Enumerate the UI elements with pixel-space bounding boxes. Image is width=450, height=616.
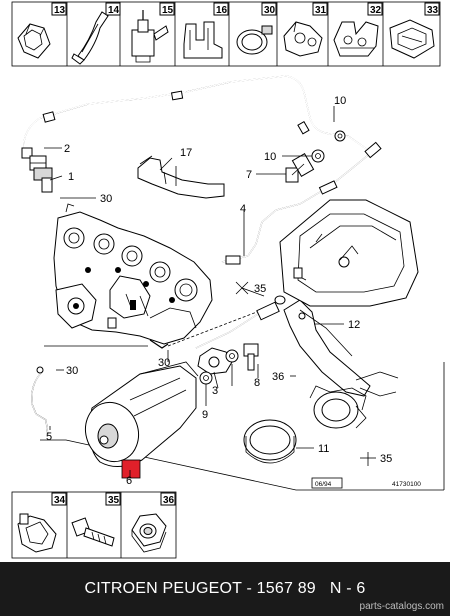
top-cell-number: 16 [216, 5, 228, 16]
callout-4: 4 [240, 203, 246, 215]
brand-name: CITROEN PEUGEOT [84, 580, 242, 597]
callout-6: 6 [126, 475, 132, 487]
highlighted-part-marker [121, 459, 141, 479]
callout-7: 7 [246, 169, 252, 181]
top-cell-number: 30 [264, 5, 276, 16]
connector-part-icon [131, 10, 169, 63]
bolt-icon [71, 517, 115, 547]
top-cell-number: 31 [315, 5, 327, 16]
callout-9: 9 [202, 409, 208, 421]
bottom-cell-number: 34 [54, 495, 66, 506]
double-clip-part-icon [283, 21, 323, 57]
fuel-hose [31, 339, 169, 437]
date-stamp: 06/94 [315, 481, 332, 488]
callout-5: 5 [46, 431, 52, 443]
top-cell-number: 15 [162, 5, 174, 16]
air-filter-box [279, 199, 419, 307]
callout-30-top: 30 [100, 193, 112, 205]
part-number: 1567 89 [256, 580, 316, 597]
flange-nut-icon [131, 513, 167, 553]
triple-clip-part-icon [333, 21, 379, 57]
callout-30-mid: 30 [158, 357, 170, 369]
callout-36: 36 [272, 371, 284, 383]
top-cell-number: 33 [427, 5, 439, 16]
retaining-clip-icon [17, 513, 57, 553]
caption-separator: - [241, 580, 257, 597]
clip-part-icon [17, 23, 51, 59]
callout-2: 2 [64, 143, 70, 155]
bottom-parts-strip: 34 35 36 [11, 491, 177, 559]
part-callouts: 1 2 3 4 5 6 7 8 9 10 10 11 12 17 30 30 3… [46, 95, 392, 487]
bracket-part-icon [389, 19, 435, 59]
leader-lines [44, 106, 376, 478]
callout-17: 17 [180, 147, 192, 159]
diagram-position: N - 6 [329, 580, 366, 597]
callout-35-top: 35 [254, 283, 266, 295]
callout-10-mid: 10 [264, 151, 276, 163]
callout-3: 3 [212, 385, 218, 397]
hose-clamp-part-icon [236, 25, 273, 55]
callout-12: 12 [348, 319, 360, 331]
top-cell-number: 13 [54, 5, 66, 16]
site-watermark: parts-catalogs.com [359, 601, 444, 612]
callout-10-top: 10 [334, 95, 346, 107]
callout-35-bottom: 35 [380, 453, 392, 465]
strap-part-icon [71, 11, 109, 65]
callout-11: 11 [318, 443, 329, 455]
reference-stamp: 41730100 [392, 481, 421, 488]
top-parts-strip: 13 14 15 16 30 31 32 33 [11, 1, 441, 67]
air-hose [137, 155, 225, 199]
bottom-cell-number: 36 [163, 495, 175, 506]
fuel-feed-pipe [221, 141, 382, 265]
temperature-sensor [21, 147, 53, 193]
filter-clamp [243, 385, 367, 464]
catalog-footer: CITROEN PEUGEOT - 1567 89 N - 6 parts-ca… [0, 562, 450, 616]
filter-bracket [283, 299, 399, 397]
part-caption: CITROEN PEUGEOT - 1567 89 N - 6 [0, 580, 450, 598]
callout-30-left: 30 [66, 365, 78, 377]
diagram-stamps: 06/94 41730100 [311, 477, 421, 489]
multi-clip-part-icon [183, 21, 223, 59]
top-cell-number: 14 [108, 5, 120, 16]
top-cell-number: 32 [370, 5, 382, 16]
bottom-cell-number: 35 [108, 495, 120, 506]
banjo-bolt-set [195, 130, 346, 385]
callout-1: 1 [68, 171, 74, 183]
fuel-return-pipe [23, 75, 369, 151]
intake-manifold [53, 203, 213, 345]
callout-8: 8 [254, 377, 260, 389]
assembly-outline [40, 309, 445, 491]
fuel-filter [85, 361, 199, 467]
exploded-parts-diagram: 13 14 15 16 30 31 32 33 [11, 1, 445, 559]
